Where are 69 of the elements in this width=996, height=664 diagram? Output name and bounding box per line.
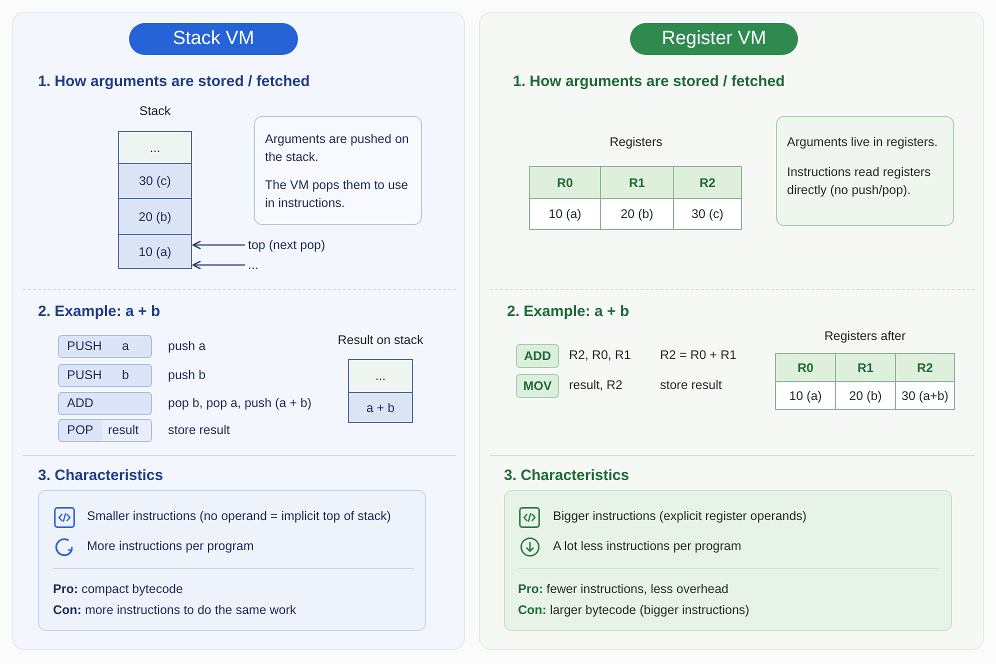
operand: a — [122, 338, 129, 355]
section-heading: 1. How arguments are stored / fetched — [38, 72, 310, 92]
section-heading: 1. How arguments are stored / fetched — [513, 72, 785, 92]
pro-text: Pro: compact bytecode — [53, 582, 183, 597]
con-text: Con: larger bytecode (bigger instructions) — [518, 603, 750, 618]
stack-slot: 30 (c) — [118, 163, 192, 199]
instruction-chip — [58, 419, 152, 442]
instruction-chip — [58, 335, 152, 358]
con-text: Con: more instructions to do the same work — [53, 603, 296, 618]
note-card — [776, 116, 954, 226]
section-heading: 3. Characteristics — [38, 466, 164, 486]
instruction-comment: push b — [168, 368, 206, 383]
table-header-cell: R2 — [896, 354, 954, 382]
operand-list: result, R2 — [569, 378, 622, 393]
stack-slot: ... — [348, 359, 413, 393]
stack-slot: 10 (a) — [118, 234, 192, 269]
instruction-chip — [516, 344, 559, 368]
note-text: Arguments are pushed on the stack. — [265, 131, 410, 166]
instruction-comment: push a — [168, 339, 206, 354]
section-heading: 3. Characteristics — [504, 466, 630, 486]
note-text: Arguments live in registers. — [787, 134, 939, 151]
instruction-comment: store result — [168, 423, 230, 438]
panel — [12, 12, 465, 650]
opcode: PUSH — [67, 367, 102, 384]
table-header-cell: R0 — [776, 354, 836, 382]
pointer-label: top (next pop) — [248, 237, 326, 253]
note-text: Instructions read registers directly (no push/pop). — [787, 164, 932, 199]
title-pill: Register VM — [630, 23, 798, 55]
instruction-comment: R2 = R0 + R1 — [660, 348, 736, 363]
opcode: ADD — [67, 395, 94, 412]
instruction-comment: store result — [660, 378, 722, 393]
stack-slot: a + b — [348, 392, 413, 423]
table-header-cell: R1 — [836, 354, 896, 382]
feature-text: Smaller instructions (no operand = implicit top of stack) — [87, 509, 391, 524]
instruction-chip — [58, 392, 152, 415]
table-title: Registers after — [824, 328, 906, 344]
pointer-label: ... — [248, 257, 258, 273]
pointer-arrow — [192, 260, 245, 270]
table-title: Registers — [610, 134, 662, 150]
pointer-arrow — [192, 240, 245, 250]
operand-list: R2, R0, R1 — [569, 348, 631, 363]
table-header-cell: R1 — [601, 167, 674, 199]
opcode: ADD — [524, 348, 552, 365]
characteristics-card — [504, 490, 952, 631]
table-header-cell: R0 — [530, 167, 601, 199]
characteristics-card — [38, 490, 426, 631]
section-heading: 2. Example: a + b — [38, 302, 160, 322]
table-header-cell: R2 — [674, 167, 741, 199]
opcode: PUSH — [67, 338, 102, 355]
feature-text: A lot less instructions per program — [553, 539, 742, 554]
stack-slot: 20 (b) — [118, 198, 192, 235]
operand: b — [122, 367, 129, 384]
instruction-chip — [58, 364, 152, 387]
instruction-comment: pop b, pop a, push (a + b) — [168, 396, 312, 411]
operand: result — [102, 420, 151, 441]
pro-text: Pro: fewer instructions, less overhead — [518, 582, 729, 597]
note-card — [254, 116, 422, 225]
opcode: POP — [67, 422, 94, 439]
note-text: The VM pops them to use in instructions. — [265, 177, 410, 212]
panel — [479, 12, 984, 650]
feature-text: More instructions per program — [87, 539, 254, 554]
stack-title: Result on stack — [338, 332, 424, 348]
feature-text: Bigger instructions (explicit register operands) — [553, 509, 807, 524]
instruction-chip — [516, 374, 559, 398]
opcode: MOV — [523, 378, 552, 395]
title-pill: Stack VM — [129, 23, 298, 55]
stack-title: Stack — [139, 103, 171, 119]
section-heading: 2. Example: a + b — [507, 302, 630, 322]
stack-slot: ... — [118, 131, 192, 164]
